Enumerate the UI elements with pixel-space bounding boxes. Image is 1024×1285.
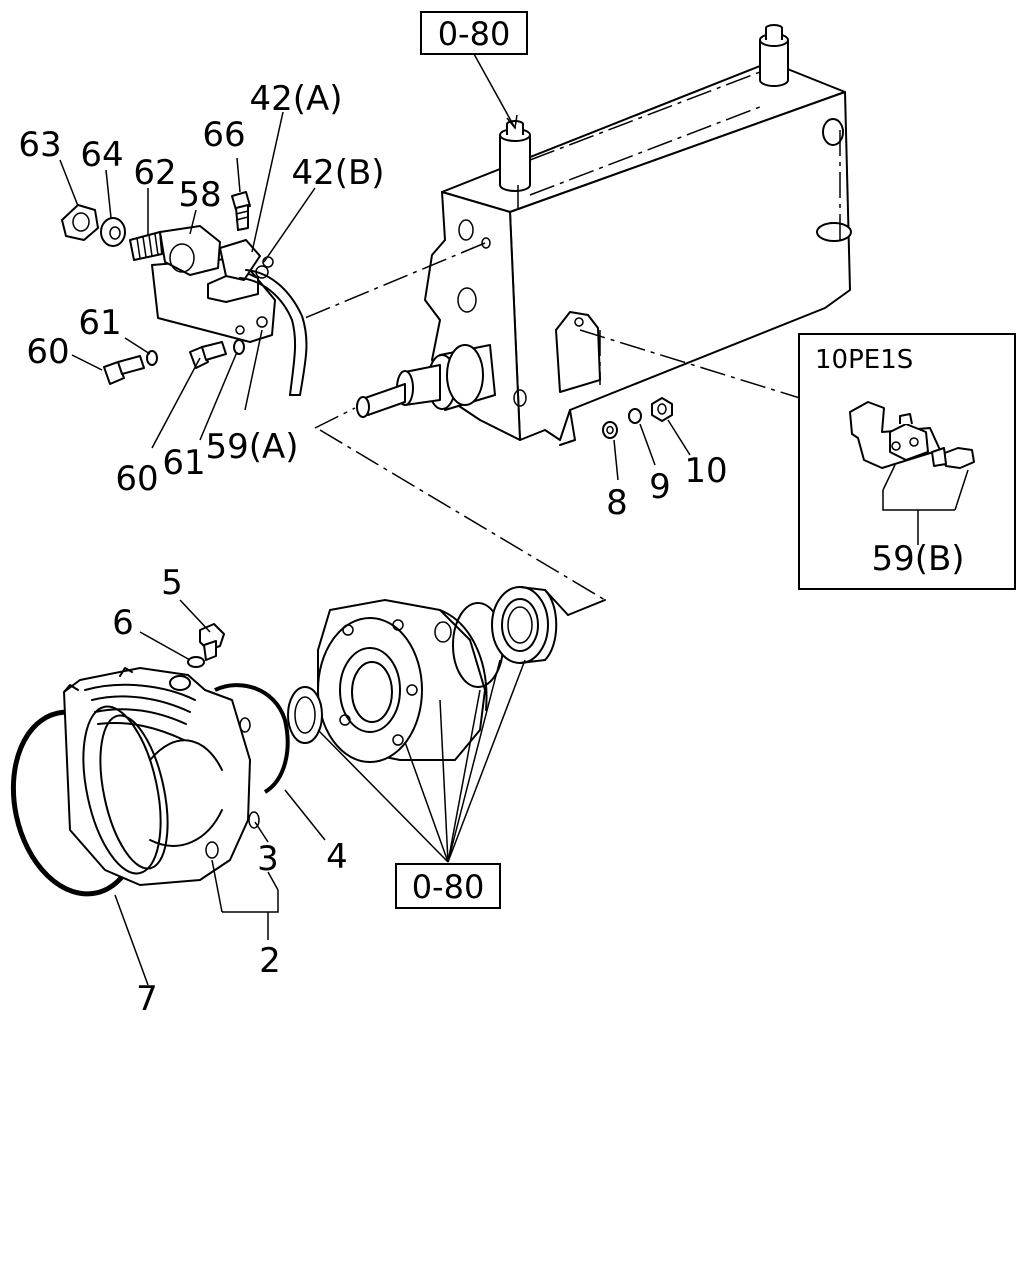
ref-box-top: 0-80 bbox=[420, 11, 528, 130]
flange-leaders bbox=[317, 659, 526, 863]
sensor-leaders bbox=[59, 111, 316, 449]
callout-59a: 59(A) bbox=[205, 427, 298, 467]
ref-box-top-label: 0-80 bbox=[438, 15, 511, 53]
callout-60-lower: 60 bbox=[115, 459, 158, 499]
callout-60-left: 60 bbox=[26, 332, 69, 372]
flange-bearing-group bbox=[287, 586, 606, 763]
housing-assembly bbox=[10, 623, 290, 897]
callout-9: 9 bbox=[649, 467, 671, 507]
callout-61-lower: 61 bbox=[162, 443, 205, 483]
callout-42b: 42(B) bbox=[291, 153, 384, 193]
callout-4: 4 bbox=[326, 837, 348, 877]
housing-leaders bbox=[114, 599, 326, 986]
fasteners-8-9-10 bbox=[602, 397, 691, 481]
inset-10pe1s: 10PE1S 59(B) bbox=[798, 333, 1016, 590]
drive-shaft bbox=[356, 344, 496, 418]
callout-61-upper: 61 bbox=[78, 303, 121, 343]
callout-labels: 63 64 62 58 66 42(A) 42(B) 61 60 60 61 5… bbox=[18, 79, 727, 1019]
callout-7: 7 bbox=[136, 979, 158, 1019]
callout-6: 6 bbox=[112, 603, 134, 643]
callout-66: 66 bbox=[202, 115, 245, 155]
inset-part-label: 59(B) bbox=[871, 539, 964, 579]
callout-62: 62 bbox=[133, 153, 176, 193]
callout-2: 2 bbox=[259, 941, 281, 981]
callout-5: 5 bbox=[161, 563, 183, 603]
callout-58: 58 bbox=[178, 175, 221, 215]
callout-3: 3 bbox=[257, 839, 279, 879]
sensor-assembly bbox=[61, 191, 308, 396]
ref-box-bottom: 0-80 bbox=[395, 863, 501, 909]
callout-63: 63 bbox=[18, 125, 61, 165]
callout-8: 8 bbox=[606, 483, 628, 523]
callout-42a: 42(A) bbox=[249, 79, 342, 119]
inset-title: 10PE1S bbox=[815, 345, 913, 375]
callout-64: 64 bbox=[80, 135, 123, 175]
ref-box-bottom-label: 0-80 bbox=[412, 868, 485, 906]
callout-10: 10 bbox=[684, 451, 727, 491]
